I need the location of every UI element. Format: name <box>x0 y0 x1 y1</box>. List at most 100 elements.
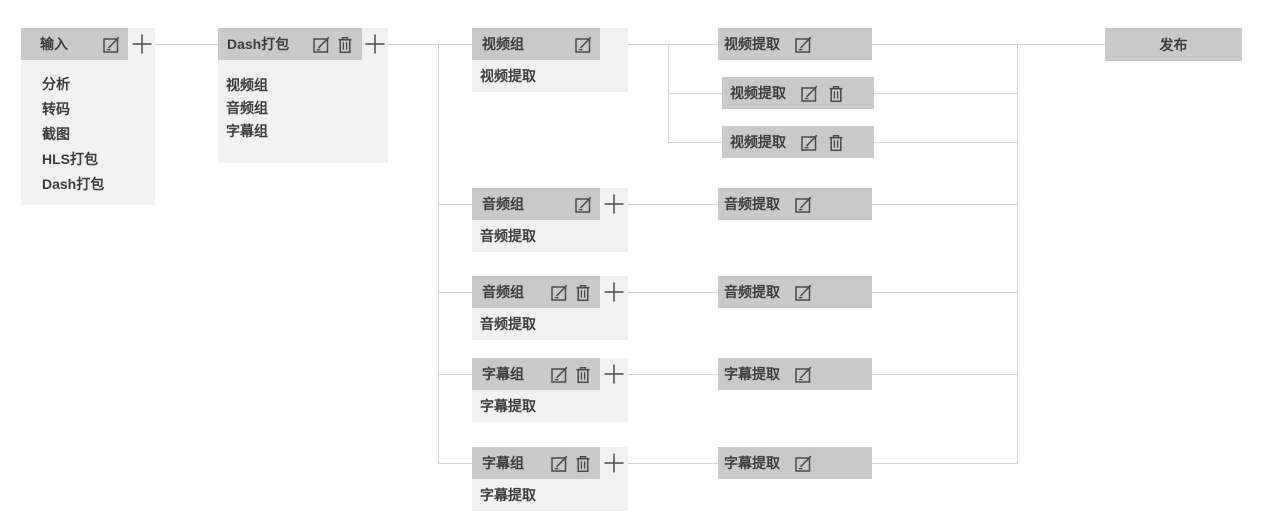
edit-icon[interactable] <box>800 133 818 152</box>
node-actions <box>794 283 812 302</box>
connector-line <box>388 44 472 45</box>
edit-icon[interactable] <box>794 35 812 54</box>
audio-extract-node-2[interactable]: 音频提取 <box>718 276 872 308</box>
node-actions <box>800 84 845 103</box>
connector-line <box>155 44 218 45</box>
dash-package-node: Dash打包视频组音频组字幕组 <box>218 28 388 163</box>
add-node-button[interactable] <box>604 453 624 473</box>
add-node-button[interactable] <box>365 34 385 54</box>
edit-icon[interactable] <box>794 283 812 302</box>
add-icon <box>604 194 624 214</box>
node-title: 视频提取 <box>724 36 780 52</box>
add-node-button[interactable] <box>604 194 624 214</box>
node-actions <box>800 133 845 152</box>
node-title: 音频提取 <box>724 284 780 300</box>
delete-icon[interactable] <box>574 454 592 473</box>
edit-icon[interactable] <box>312 35 330 54</box>
node-title: 视频提取 <box>730 85 786 101</box>
audio-group-node-1-outputs: 音频提取 <box>472 220 628 249</box>
edit-icon[interactable] <box>800 84 818 103</box>
connector-line <box>438 204 472 205</box>
add-icon <box>132 34 152 54</box>
add-icon <box>365 34 385 54</box>
node-title: 字幕提取 <box>724 366 780 382</box>
node-actions <box>794 454 812 473</box>
delete-icon[interactable] <box>827 84 845 103</box>
audio-extract-node-1[interactable]: 音频提取 <box>718 188 872 220</box>
node-output-item[interactable]: 音频提取 <box>480 316 536 332</box>
subtitle-group-node-1-header[interactable]: 字幕组 <box>472 358 600 390</box>
edit-icon[interactable] <box>550 454 568 473</box>
add-node-button[interactable] <box>604 364 624 384</box>
node-actions <box>574 195 600 214</box>
node-output-item[interactable]: 字幕提取 <box>480 487 536 503</box>
node-output-item[interactable]: 字幕提取 <box>480 398 536 414</box>
node-actions <box>312 35 362 54</box>
node-output-item[interactable]: 视频提取 <box>480 68 536 84</box>
connector-line <box>438 374 472 375</box>
node-actions <box>794 195 812 214</box>
node-output-item[interactable]: Dash打包 <box>42 176 105 192</box>
edit-icon[interactable] <box>794 365 812 384</box>
node-title: 字幕组 <box>482 366 524 382</box>
node-actions <box>102 35 128 54</box>
delete-icon[interactable] <box>574 283 592 302</box>
audio-group-node-1-header[interactable]: 音频组 <box>472 188 600 220</box>
edit-icon[interactable] <box>550 283 568 302</box>
node-title: 音频组 <box>482 196 524 212</box>
video-extract-node-2[interactable]: 视频提取 <box>722 77 874 109</box>
connector-line <box>628 292 718 293</box>
audio-group-node-1: 音频组音频提取 <box>472 188 628 252</box>
dash-package-node-header[interactable]: Dash打包 <box>218 28 362 60</box>
publish-node[interactable]: 发布 <box>1105 28 1242 61</box>
connector-line <box>438 292 472 293</box>
input-node: 输入分析转码截图 HLS打包 Dash打包 <box>21 28 155 205</box>
connector-line <box>872 374 1017 375</box>
node-output-item[interactable]: 音频组 <box>226 100 268 116</box>
connector-line <box>668 142 722 143</box>
subtitle-extract-node-2[interactable]: 字幕提取 <box>718 447 872 479</box>
audio-group-node-2: 音频组音频提取 <box>472 276 628 340</box>
input-node-outputs: 分析转码截图 HLS打包 Dash打包 <box>21 60 155 197</box>
add-node-button[interactable] <box>132 34 152 54</box>
video-extract-node-3[interactable]: 视频提取 <box>722 126 874 158</box>
subtitle-extract-node-1[interactable]: 字幕提取 <box>718 358 872 390</box>
edit-icon[interactable] <box>550 365 568 384</box>
connector-line <box>874 142 1017 143</box>
video-group-node-outputs: 视频提取 <box>472 60 628 89</box>
node-output-item[interactable]: 转码 <box>42 101 70 117</box>
connector-line <box>438 463 472 464</box>
node-output-item[interactable]: 音频提取 <box>480 228 536 244</box>
node-title: 音频提取 <box>724 196 780 212</box>
connector-line <box>872 463 1017 464</box>
audio-group-node-2-header[interactable]: 音频组 <box>472 276 600 308</box>
dash-package-node-outputs: 视频组音频组字幕组 <box>218 60 388 143</box>
input-node-header[interactable]: 输入 <box>21 28 128 60</box>
node-output-item[interactable]: 分析 <box>42 76 70 92</box>
node-output-item[interactable]: 视频组 <box>226 77 268 93</box>
node-title: Dash打包 <box>227 36 290 52</box>
node-output-item[interactable]: 字幕组 <box>226 123 268 139</box>
subtitle-group-node-2-header[interactable]: 字幕组 <box>472 447 600 479</box>
add-node-button[interactable] <box>604 282 624 302</box>
edit-icon[interactable] <box>794 454 812 473</box>
subtitle-group-node-1-outputs: 字幕提取 <box>472 390 628 419</box>
node-output-item[interactable]: 截图 <box>42 126 70 142</box>
delete-icon[interactable] <box>827 133 845 152</box>
video-extract-node-1[interactable]: 视频提取 <box>718 28 872 60</box>
video-group-node-header[interactable]: 视频组 <box>472 28 600 60</box>
edit-icon[interactable] <box>102 35 120 54</box>
connector-line <box>872 44 1105 45</box>
node-actions <box>794 35 812 54</box>
delete-icon[interactable] <box>336 35 354 54</box>
edit-icon[interactable] <box>574 195 592 214</box>
connector-line <box>628 463 718 464</box>
connector-line <box>1017 44 1018 464</box>
delete-icon[interactable] <box>574 365 592 384</box>
node-actions <box>550 365 600 384</box>
edit-icon[interactable] <box>574 35 592 54</box>
node-output-item[interactable]: HLS打包 <box>42 151 98 167</box>
edit-icon[interactable] <box>794 195 812 214</box>
node-actions <box>550 454 600 473</box>
